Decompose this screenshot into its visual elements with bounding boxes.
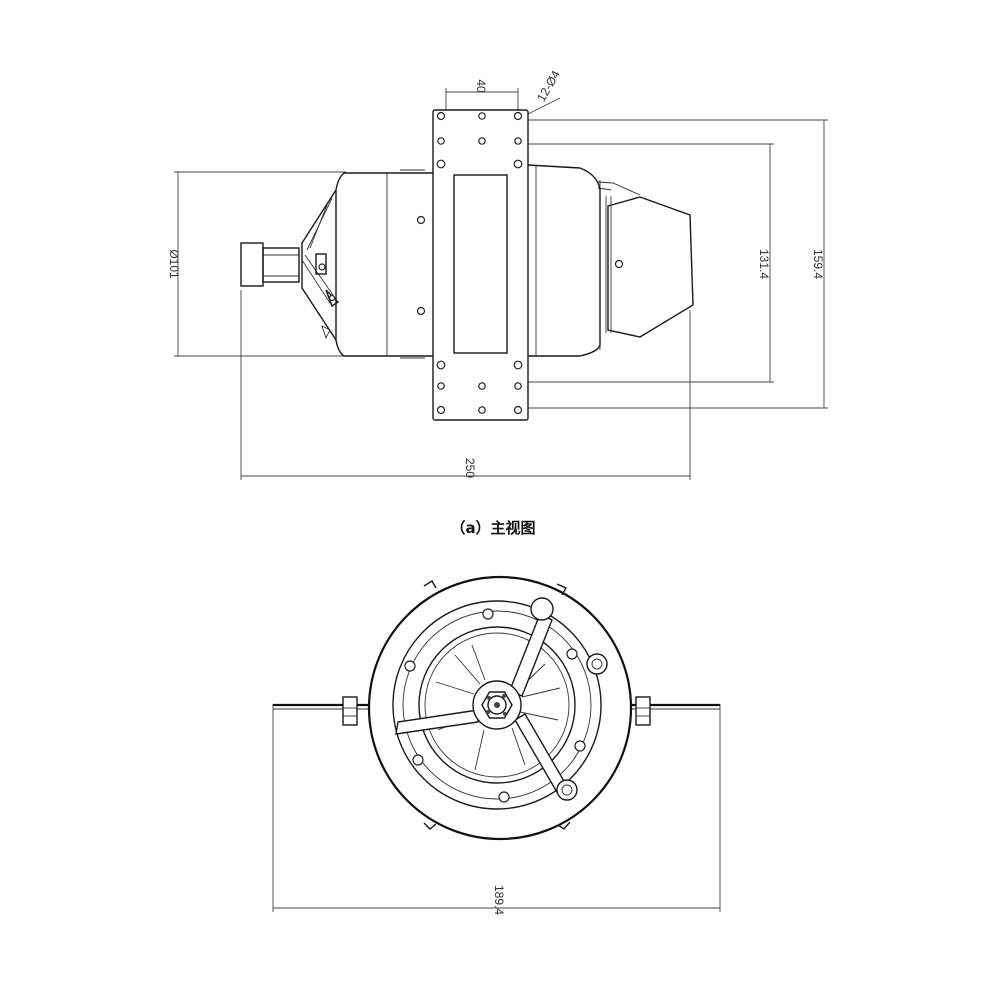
spokes	[395, 613, 569, 795]
dim-diameter: Ø101	[167, 249, 181, 279]
front-view: 40 12-Ø4 Ø101 131.4 159.4 250	[167, 68, 828, 480]
side-fastener-right	[635, 696, 651, 726]
port-top	[530, 597, 554, 621]
front-view-caption: （a）主视图	[450, 519, 535, 537]
dim-height-outer: 159.4	[811, 249, 825, 279]
bracket-window	[453, 174, 508, 354]
dim-length: 250	[463, 458, 477, 478]
inner-ring-1	[392, 600, 602, 810]
inner-ring-3	[418, 626, 576, 784]
side-fastener-left	[342, 696, 358, 726]
dim-width: 189.4	[492, 885, 506, 915]
front-view-dimension-lines	[174, 88, 828, 480]
bracket-holes	[436, 111, 523, 415]
rear-casing	[527, 164, 601, 357]
ring-bolts	[404, 608, 586, 803]
dim-height-inner: 131.4	[757, 249, 771, 279]
port-bottom	[556, 779, 578, 801]
mounting-bracket	[432, 109, 529, 421]
port-right	[586, 653, 608, 675]
end-view: 189.4	[272, 575, 721, 915]
dim-bracket-spacing: 40	[474, 79, 488, 93]
end-view-dimension-lines	[272, 704, 721, 912]
starter-housing	[240, 242, 264, 287]
intake-cone	[301, 189, 337, 341]
front-casing	[335, 172, 433, 357]
inner-ring-2	[402, 610, 592, 800]
exhaust-nozzle	[607, 196, 694, 338]
